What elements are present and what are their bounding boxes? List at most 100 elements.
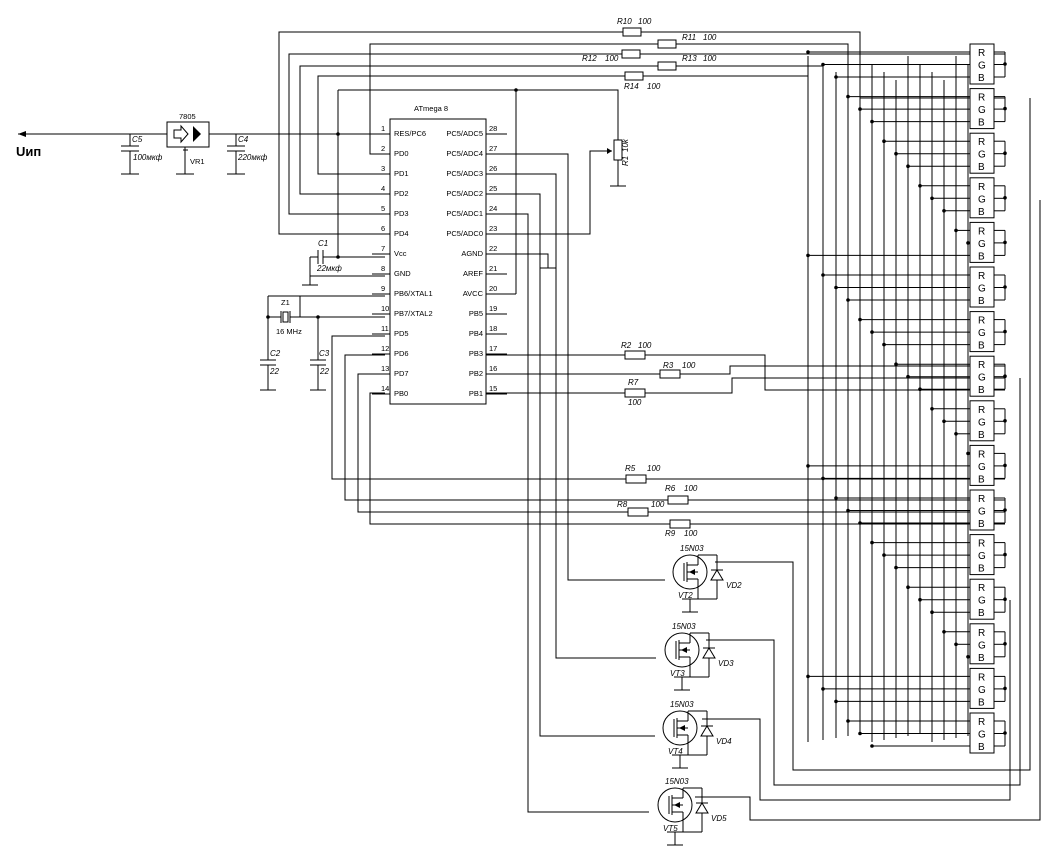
led-letter: R	[978, 539, 985, 550]
r2-label: R2	[621, 341, 632, 350]
r7-label: R7	[628, 378, 639, 387]
capacitor-c5: C5 100мкф	[121, 134, 163, 175]
led-letter: G	[978, 596, 986, 607]
potentiometer-r1: R1 10k	[486, 138, 630, 235]
led-letter: G	[978, 194, 986, 205]
rgb-led: RGB	[846, 88, 1007, 130]
rgb-led: RGB	[906, 578, 1007, 620]
pot-ref: R1	[621, 156, 630, 166]
pin-number: 15	[489, 384, 497, 393]
pin-name: PC5/ADC0	[446, 229, 483, 238]
pin-number: 12	[381, 344, 389, 353]
led-letter: G	[978, 730, 986, 741]
r12-value: 100	[605, 54, 619, 63]
led-letter: R	[978, 717, 985, 728]
mosfet-type: 15N03	[672, 622, 696, 631]
c5-value: 100мкф	[133, 153, 163, 162]
led-letter: R	[978, 360, 985, 371]
mcu-atmega8: ATmega 8 1RES/PC62PD03PD14PD25PD36PD47Vc…	[372, 104, 507, 405]
pin-number: 4	[381, 184, 385, 193]
pin-number: 2	[381, 144, 385, 153]
led-letter: G	[978, 685, 986, 696]
pin-number: 23	[489, 224, 497, 233]
led-letter: G	[978, 239, 986, 250]
supply-label: Uип	[16, 144, 41, 159]
led-letter: R	[978, 316, 985, 327]
rgb-led: RGB	[846, 712, 1007, 754]
mosfet-ref: VT2	[678, 591, 693, 600]
c4-ref: C4	[238, 135, 249, 144]
arrow-left-icon	[18, 131, 26, 137]
mosfet-ref: VT4	[668, 747, 683, 756]
pin-number: 8	[381, 264, 385, 273]
led-letter: B	[978, 474, 985, 485]
pin-name: PC5/ADC1	[446, 209, 483, 218]
pin-number: 7	[381, 244, 385, 253]
pot-value: 10k	[621, 138, 630, 152]
pin-name: PB7/XTAL2	[394, 309, 433, 318]
pin-name: PD1	[394, 169, 409, 178]
c1-ref: C1	[318, 239, 328, 248]
pin-number: 19	[489, 304, 497, 313]
drain-wires	[695, 98, 1041, 821]
r8-value: 100	[651, 500, 665, 509]
pin-number: 1	[381, 124, 385, 133]
led-letter: B	[978, 296, 985, 307]
pb-resistors: R2 100 R3 100 R7 100	[486, 341, 1005, 407]
led-letter: G	[978, 328, 986, 339]
rgb-led: RGB	[806, 444, 1007, 486]
pin-name: PD7	[394, 369, 409, 378]
pin-name: RES/PC6	[394, 129, 426, 138]
diode-ref: VD4	[716, 737, 732, 746]
led-letter: G	[978, 417, 986, 428]
pin-number: 25	[489, 184, 497, 193]
mosfet-ref: VT5	[663, 824, 678, 833]
led-letter: B	[978, 251, 985, 262]
r7-value: 100	[628, 398, 642, 407]
led-letter: B	[978, 73, 985, 84]
r14-value: 100	[647, 82, 661, 91]
led-letter: G	[978, 373, 986, 384]
c2-value: 22	[269, 367, 279, 376]
diode-ref: VD5	[711, 814, 727, 823]
led-letter: R	[978, 405, 985, 416]
mcu-body	[389, 118, 487, 405]
pin-name: PD6	[394, 349, 409, 358]
led-letter: B	[978, 430, 985, 441]
agnd-ground	[486, 253, 556, 269]
rgb-led: RGB	[806, 667, 1007, 709]
led-letter: B	[978, 385, 985, 396]
rgb-led: RGB	[918, 177, 1007, 219]
pin-name: PC5/ADC5	[446, 129, 483, 138]
r13-value: 100	[703, 54, 717, 63]
pin-name: AVCC	[463, 289, 484, 298]
pin-name: PC5/ADC3	[446, 169, 483, 178]
regulator-ref: VR1	[190, 157, 205, 166]
r2-value: 100	[638, 341, 652, 350]
mosfet-ref: VT3	[670, 669, 685, 678]
pin-number: 11	[381, 324, 389, 333]
mcu-left-pins: 1RES/PC62PD03PD14PD25PD36PD47Vcc8GND9PB6…	[372, 124, 433, 398]
led-letter: R	[978, 583, 985, 594]
capacitor-c1: C1 22мкф	[302, 90, 385, 286]
pin-name: PC5/ADC4	[446, 149, 483, 158]
pin-name: AGND	[461, 249, 483, 258]
led-letter: R	[978, 449, 985, 460]
pin-number: 17	[489, 344, 497, 353]
pin-number: 20	[489, 284, 497, 293]
mosfet-stage: 15N03VT2VD215N03VT3VD315N03VT4VD415N03VT…	[657, 544, 742, 846]
led-letter: R	[978, 628, 985, 639]
pin-name: GND	[394, 269, 411, 278]
pin-number: 24	[489, 204, 497, 213]
pin-name: PB3	[469, 349, 483, 358]
mosfet-type: 15N03	[680, 544, 704, 553]
pin-name: PB2	[469, 369, 483, 378]
rgb-led: RGB	[806, 43, 1007, 85]
pin-name: PC5/ADC2	[446, 189, 483, 198]
pin-name: PD0	[394, 149, 409, 158]
c1-value: 22мкф	[316, 264, 342, 273]
led-letter: B	[978, 341, 985, 352]
